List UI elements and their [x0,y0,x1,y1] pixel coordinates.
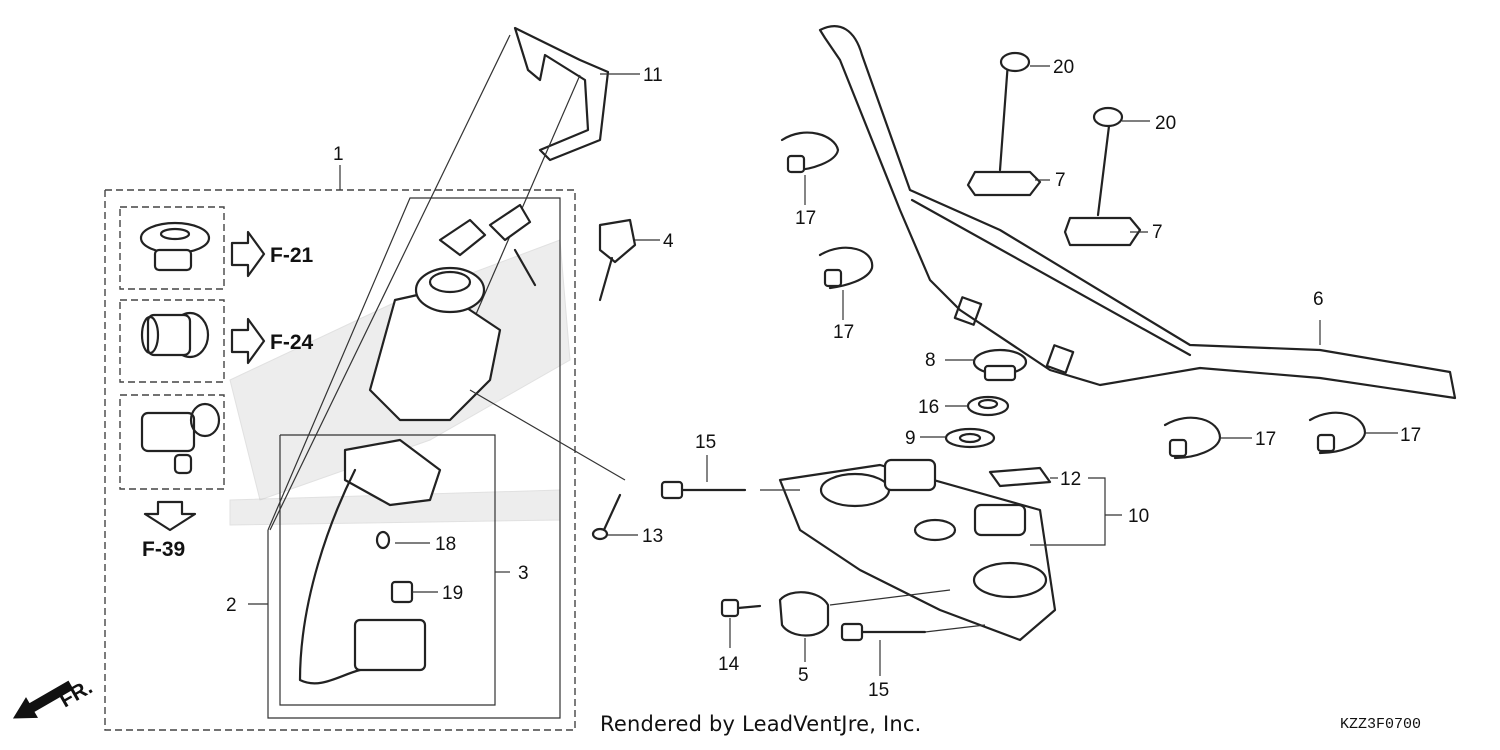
cap-part [139,221,211,272]
callout-15a: 15 [695,432,716,453]
long-bolt-part [840,622,927,642]
flange-bolt-part [720,598,762,618]
callout-4: 4 [663,231,674,252]
cable-clip-part [818,246,874,290]
callout-1: 1 [333,144,344,165]
callout-13: 13 [642,526,663,547]
callout-17c: 17 [1255,429,1276,450]
top-bridge-part [778,458,1057,642]
ref-f24: F-24 [270,331,314,354]
callout-7a: 7 [1055,170,1066,191]
front-direction-arrow [12,680,74,719]
callout-16: 16 [918,397,939,418]
cable-clip-part [1308,411,1367,455]
callout-19: 19 [442,583,463,604]
ref-f39: F-39 [142,538,185,561]
ignition-switch-part [368,203,537,422]
upper-holder-part [966,51,1042,197]
cable-clip-part [780,131,840,174]
cylinder-part [140,311,210,359]
callout-7b: 7 [1152,222,1163,243]
screw-13 [591,493,622,541]
stem-nut-part [966,395,1010,417]
callout-9: 9 [905,428,916,449]
bolt-cap-part [972,348,1028,382]
sub-switch-part [298,389,626,685]
callout-20b: 20 [1155,113,1176,134]
diagram-code: KZZ3F0700 [1340,716,1422,733]
callout-18: 18 [435,534,456,555]
callout-3: 3 [518,563,529,584]
ref-arrow-right [230,230,266,278]
callout-10: 10 [1128,506,1149,527]
long-bolt-part [660,480,747,500]
front-label: FR. [56,676,97,713]
upper-holder-part [1063,106,1142,247]
callout-17d: 17 [1400,425,1421,446]
handlebar-part [818,25,1457,400]
callout-8: 8 [925,350,936,371]
callout-12: 12 [1060,469,1081,490]
callout-11: 11 [643,65,663,86]
assembly-frame [104,165,576,731]
key-part [598,218,637,302]
washer-part [944,427,996,449]
callout-15b: 15 [868,680,889,701]
ref-arrow-right [230,317,266,365]
ref-f21: F-21 [270,244,314,267]
ref-arrow-down [143,500,197,532]
callout-14: 14 [718,654,740,675]
callout-6: 6 [1313,289,1324,310]
lock-part [140,402,221,475]
callout-17b: 17 [833,322,854,343]
callout-17a: 17 [795,208,816,229]
callout-2: 2 [226,595,237,616]
clamp-part [778,591,830,637]
render-credit: Rendered by LeadVentJre, Inc. [600,712,922,736]
callout-20a: 20 [1053,57,1074,78]
plate-part [988,466,1052,488]
callout-5: 5 [798,665,809,686]
cable-clip-part [1163,416,1222,460]
leader-lines [248,65,1398,676]
